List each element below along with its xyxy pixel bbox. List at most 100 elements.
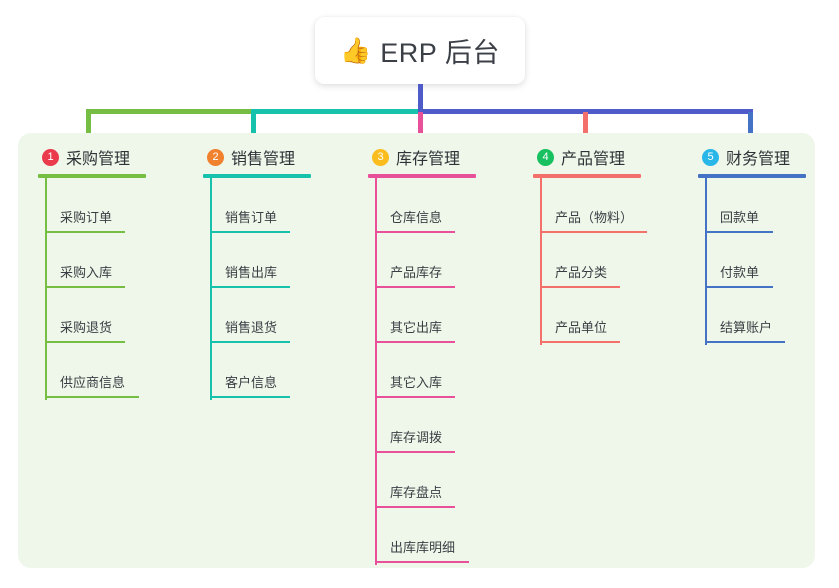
leaf-item-rule (210, 231, 290, 233)
leaf-item-label: 采购退货 (60, 320, 113, 335)
connector-drop-1 (86, 112, 91, 146)
leaf-item-label: 其它入库 (390, 375, 443, 390)
branches-panel (18, 133, 815, 568)
leaf-item-rule (375, 561, 469, 563)
branch-header-4[interactable]: 4 产品管理 (533, 145, 683, 169)
branch-column-4: 4 产品管理产品（物料） 产品分类产品单位 (533, 145, 683, 345)
branch-items-1: 采购订单采购入库采购退货供应商信息 (38, 178, 188, 398)
leaf-item-rule (45, 396, 139, 398)
leaf-item-label: 销售退货 (225, 320, 278, 335)
leaf-item-rule (375, 341, 455, 343)
leaf-item-rule (210, 286, 290, 288)
leaf-item-label: 销售订单 (225, 210, 278, 225)
branch-rule-3 (368, 174, 476, 178)
leaf-item[interactable]: 销售出库 (203, 233, 353, 288)
branch-title-4: 产品管理 (561, 151, 626, 168)
branch-spine-2 (210, 178, 212, 400)
leaf-item-rule (45, 341, 125, 343)
leaf-item[interactable]: 出库库明细 (368, 508, 518, 563)
leaf-item-rule (45, 231, 125, 233)
leaf-item-label: 仓库信息 (390, 210, 443, 225)
leaf-item-label: 产品分类 (555, 265, 608, 280)
leaf-item-label: 产品库存 (390, 265, 443, 280)
leaf-item[interactable]: 销售退货 (203, 288, 353, 343)
branch-badge-icon-3: 3 (372, 148, 389, 166)
leaf-item-rule (45, 286, 125, 288)
branch-spine-1 (45, 178, 47, 400)
connector-bar-blue (418, 109, 753, 114)
leaf-item-label: 客户信息 (225, 375, 278, 390)
branch-header-2[interactable]: 2 销售管理 (203, 145, 353, 169)
branch-badge-icon-2: 2 (207, 148, 224, 166)
leaf-item-label: 产品（物料） (555, 210, 634, 225)
leaf-item-label: 库存盘点 (390, 485, 443, 500)
leaf-item[interactable]: 库存调拨 (368, 398, 518, 453)
branch-items-4: 产品（物料） 产品分类产品单位 (533, 178, 683, 343)
root-node[interactable]: 👍 ERP 后台 (315, 17, 525, 84)
leaf-item[interactable]: 客户信息 (203, 343, 353, 398)
leaf-item[interactable]: 产品单位 (533, 288, 683, 343)
leaf-item[interactable]: 结算账户 (698, 288, 839, 343)
branch-badge-icon-5: 5 (702, 148, 719, 166)
branch-rule-1 (38, 174, 146, 178)
branch-rule-5 (698, 174, 806, 178)
branch-spine-5 (705, 178, 707, 345)
branch-spine-3 (375, 178, 377, 565)
leaf-item-label: 回款单 (720, 210, 760, 225)
branch-items-5: 回款单付款单结算账户 (698, 178, 839, 343)
leaf-item-rule (375, 231, 455, 233)
branch-header-5[interactable]: 5 财务管理 (698, 145, 839, 169)
leaf-item[interactable]: 产品库存 (368, 233, 518, 288)
leaf-item-rule (705, 231, 773, 233)
leaf-item-label: 供应商信息 (60, 375, 126, 390)
leaf-item-rule (540, 231, 647, 233)
leaf-item-label: 付款单 (720, 265, 760, 280)
branch-badge-icon-1: 1 (42, 148, 59, 166)
leaf-item[interactable]: 采购订单 (38, 178, 188, 233)
leaf-item-rule (375, 286, 455, 288)
leaf-item-rule (210, 341, 290, 343)
leaf-item-label: 产品单位 (555, 320, 608, 335)
leaf-item[interactable]: 产品分类 (533, 233, 683, 288)
leaf-item[interactable]: 销售订单 (203, 178, 353, 233)
leaf-item-label: 销售出库 (225, 265, 278, 280)
branch-title-5: 财务管理 (726, 151, 791, 168)
branch-column-5: 5 财务管理回款单付款单结算账户 (698, 145, 839, 345)
leaf-item-rule (210, 396, 290, 398)
leaf-item[interactable]: 产品（物料） (533, 178, 683, 233)
leaf-item-rule (375, 451, 455, 453)
leaf-item-rule (705, 341, 785, 343)
connector-drop-3 (418, 112, 423, 146)
leaf-item-rule (540, 286, 620, 288)
leaf-item-label: 库存调拨 (390, 430, 443, 445)
leaf-item[interactable]: 回款单 (698, 178, 839, 233)
branch-column-2: 2 销售管理销售订单销售出库销售退货客户信息 (203, 145, 353, 400)
branch-spine-4 (540, 178, 542, 345)
leaf-item[interactable]: 其它入库 (368, 343, 518, 398)
leaf-item-rule (540, 341, 620, 343)
branch-title-3: 库存管理 (396, 151, 461, 168)
branch-rule-4 (533, 174, 641, 178)
branch-column-3: 3 库存管理仓库信息产品库存其它出库其它入库库存调拨库存盘点出库库明细 (368, 145, 518, 565)
branch-badge-icon-4: 4 (537, 148, 554, 166)
leaf-item[interactable]: 采购入库 (38, 233, 188, 288)
connector-root-stem (418, 84, 423, 114)
branch-items-2: 销售订单销售出库销售退货客户信息 (203, 178, 353, 398)
leaf-item[interactable]: 供应商信息 (38, 343, 188, 398)
leaf-item[interactable]: 其它出库 (368, 288, 518, 343)
connector-bar-green (86, 109, 253, 114)
leaf-item-label: 采购订单 (60, 210, 113, 225)
connector-bar-teal (251, 109, 421, 114)
leaf-item[interactable]: 仓库信息 (368, 178, 518, 233)
branch-header-3[interactable]: 3 库存管理 (368, 145, 518, 169)
branch-title-2: 销售管理 (231, 151, 296, 168)
leaf-item[interactable]: 付款单 (698, 233, 839, 288)
leaf-item-rule (705, 286, 773, 288)
leaf-item[interactable]: 库存盘点 (368, 453, 518, 508)
root-title: ERP 后台 (380, 38, 500, 68)
leaf-item-label: 其它出库 (390, 320, 443, 335)
leaf-item[interactable]: 采购退货 (38, 288, 188, 343)
leaf-item-label: 结算账户 (720, 320, 773, 335)
